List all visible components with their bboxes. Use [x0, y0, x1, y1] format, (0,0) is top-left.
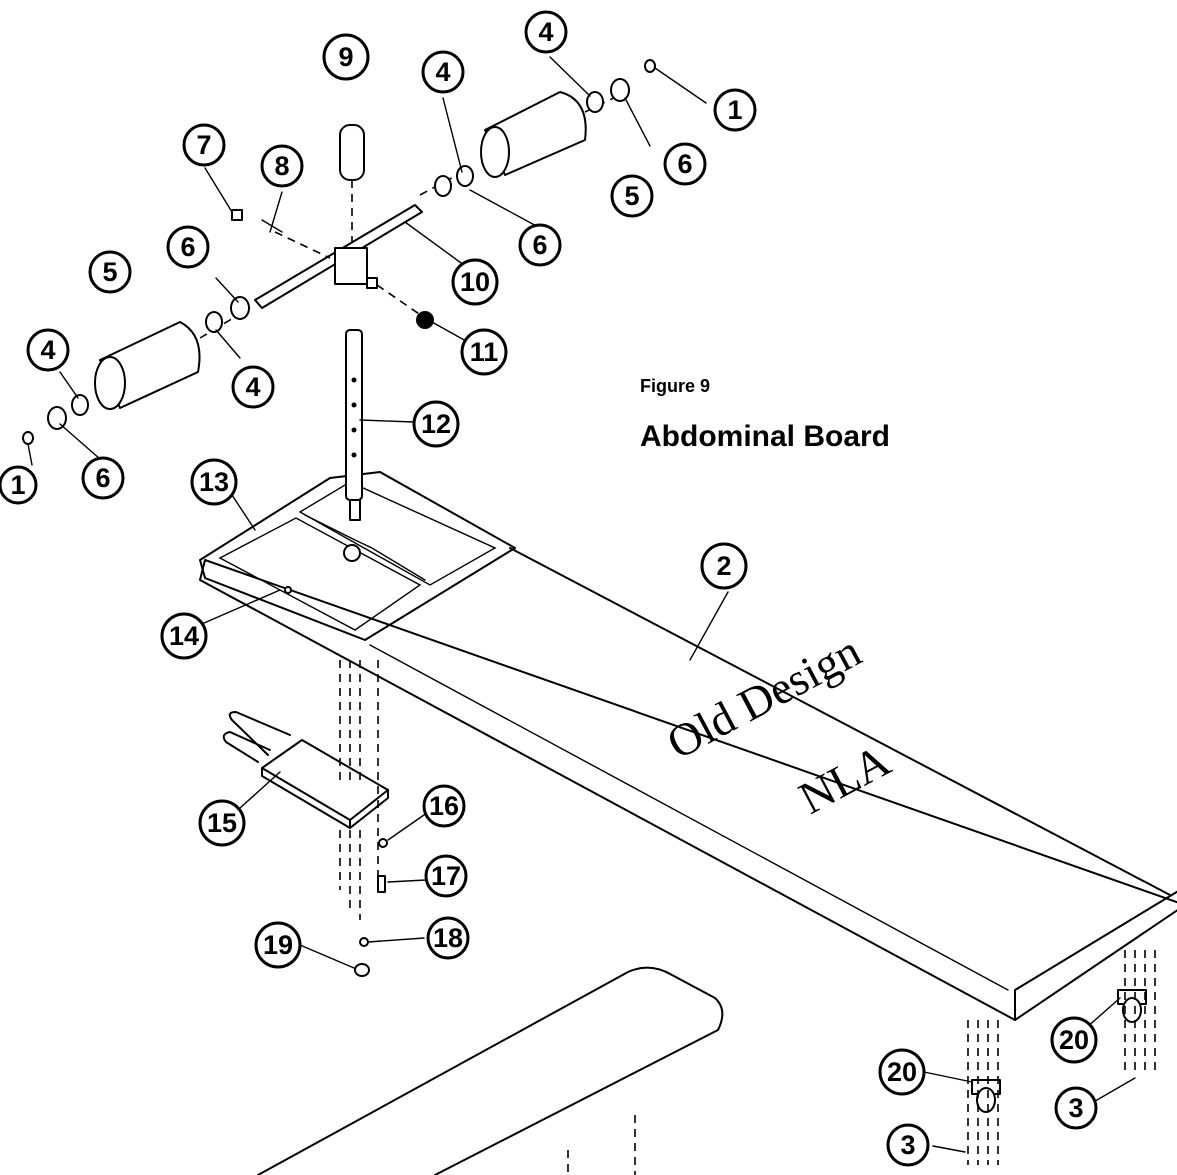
svg-text:18: 18 — [433, 923, 463, 953]
callout-6-left-upper: 6 — [166, 225, 210, 269]
callout-15: 15 — [198, 799, 246, 847]
casters — [967, 950, 1156, 1165]
callout-13: 13 — [190, 458, 238, 506]
callout-16: 16 — [422, 784, 466, 828]
callout-4-left-lower: 4 — [231, 365, 275, 409]
svg-text:6: 6 — [95, 463, 110, 493]
old-design-stamp: Old Design — [659, 625, 869, 769]
fasteners — [284, 586, 388, 977]
crossbar-assembly — [231, 204, 434, 329]
svg-text:10: 10 — [460, 267, 490, 297]
callout-1-right: 1 — [713, 88, 757, 132]
callout-17: 17 — [424, 854, 468, 898]
main-bench-board — [199, 547, 1177, 1021]
svg-text:5: 5 — [624, 181, 639, 211]
svg-text:1: 1 — [10, 470, 25, 500]
callout-3-right: 3 — [1054, 1086, 1098, 1130]
top-post-sleeve — [339, 124, 365, 250]
callout-7: 7 — [182, 123, 226, 167]
callout-4-top-mid: 4 — [421, 50, 465, 94]
svg-text:16: 16 — [429, 791, 459, 821]
nla-stamp: NLA — [791, 734, 898, 823]
callout-11: 11 — [460, 328, 508, 376]
svg-text:6: 6 — [532, 230, 547, 260]
callout-6-mid: 6 — [518, 223, 562, 267]
washers — [22, 59, 656, 445]
foot-tray — [199, 471, 516, 641]
svg-text:1: 1 — [727, 95, 742, 125]
callout-8: 8 — [260, 144, 304, 188]
callout-12: 12 — [412, 400, 460, 448]
callout-4-left-upper: 4 — [26, 328, 70, 372]
callout-6-left-lower: 6 — [81, 456, 125, 500]
figure-title: Abdominal Board — [640, 420, 890, 453]
svg-text:12: 12 — [421, 409, 451, 439]
svg-text:11: 11 — [470, 337, 499, 367]
svg-text:2: 2 — [716, 551, 731, 581]
svg-text:8: 8 — [274, 151, 289, 181]
callout-5-left: 5 — [88, 250, 132, 294]
foot-bracket — [222, 660, 389, 880]
callout-10: 10 — [451, 258, 499, 306]
svg-text:3: 3 — [1068, 1093, 1083, 1123]
roller-pad-left — [94, 307, 251, 410]
svg-text:13: 13 — [199, 467, 229, 497]
callout-1-left: 1 — [0, 465, 38, 505]
svg-text:4: 4 — [538, 17, 553, 47]
svg-text:7: 7 — [196, 130, 211, 160]
callout-9: 9 — [322, 33, 370, 81]
callout-14: 14 — [160, 612, 208, 660]
svg-text:20: 20 — [887, 1057, 917, 1087]
callout-3-bottom: 3 — [886, 1123, 930, 1167]
svg-text:4: 4 — [40, 335, 55, 365]
callout-2: 2 — [700, 542, 748, 590]
callout-18: 18 — [426, 916, 470, 960]
svg-text:19: 19 — [263, 930, 293, 960]
svg-text:20: 20 — [1059, 1025, 1089, 1055]
figure-number: Figure 9 — [640, 376, 710, 396]
svg-text:17: 17 — [431, 861, 461, 891]
callout-20-left: 20 — [878, 1048, 926, 1096]
svg-text:4: 4 — [245, 372, 260, 402]
svg-text:5: 5 — [102, 257, 117, 287]
svg-text:15: 15 — [207, 808, 237, 838]
callout-4-top-right: 4 — [524, 10, 568, 54]
upright-post — [345, 329, 363, 521]
callout-20-right: 20 — [1050, 1016, 1098, 1064]
leader-lines — [27, 56, 1136, 1153]
callout-5-right: 5 — [610, 174, 654, 218]
svg-text:6: 6 — [677, 149, 692, 179]
callout-6-far-right: 6 — [663, 142, 707, 186]
svg-text:14: 14 — [169, 621, 199, 651]
svg-text:6: 6 — [180, 232, 195, 262]
callout-19: 19 — [254, 921, 302, 969]
svg-text:3: 3 — [900, 1130, 915, 1160]
svg-text:9: 9 — [338, 42, 353, 72]
svg-text:4: 4 — [435, 57, 450, 87]
lower-bench-fragment — [257, 966, 724, 1175]
